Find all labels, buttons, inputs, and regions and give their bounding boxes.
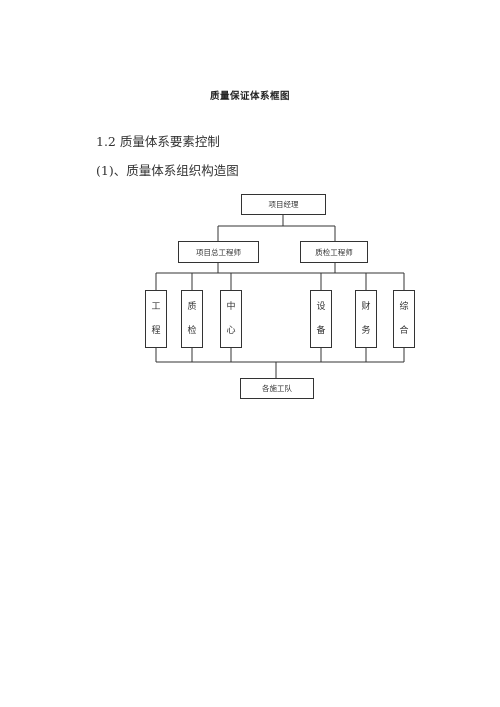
org-box-project-manager: 项目经理	[241, 194, 326, 215]
org-box-chief-engineer: 项目总工程师	[178, 241, 259, 263]
org-box-qc-engineer: 质检工程师	[300, 241, 368, 263]
subsection-heading: (1)、质量体系组织构造图	[96, 163, 239, 178]
org-box-equipment-dept: 设 备	[310, 290, 332, 348]
org-box-center-dept: 中 心	[220, 290, 242, 348]
org-box-engineering-dept: 工 程	[145, 290, 167, 348]
document-title: 质量保证体系框图	[209, 91, 290, 102]
org-box-finance-dept: 财 务	[355, 290, 377, 348]
org-box-general-affairs-dept: 综 合	[393, 290, 415, 348]
org-box-construction-teams: 各施工队	[240, 378, 314, 399]
org-box-quality-inspection-dept: 质 检	[181, 290, 203, 348]
section-heading: 1.2 质量体系要素控制	[96, 134, 220, 149]
